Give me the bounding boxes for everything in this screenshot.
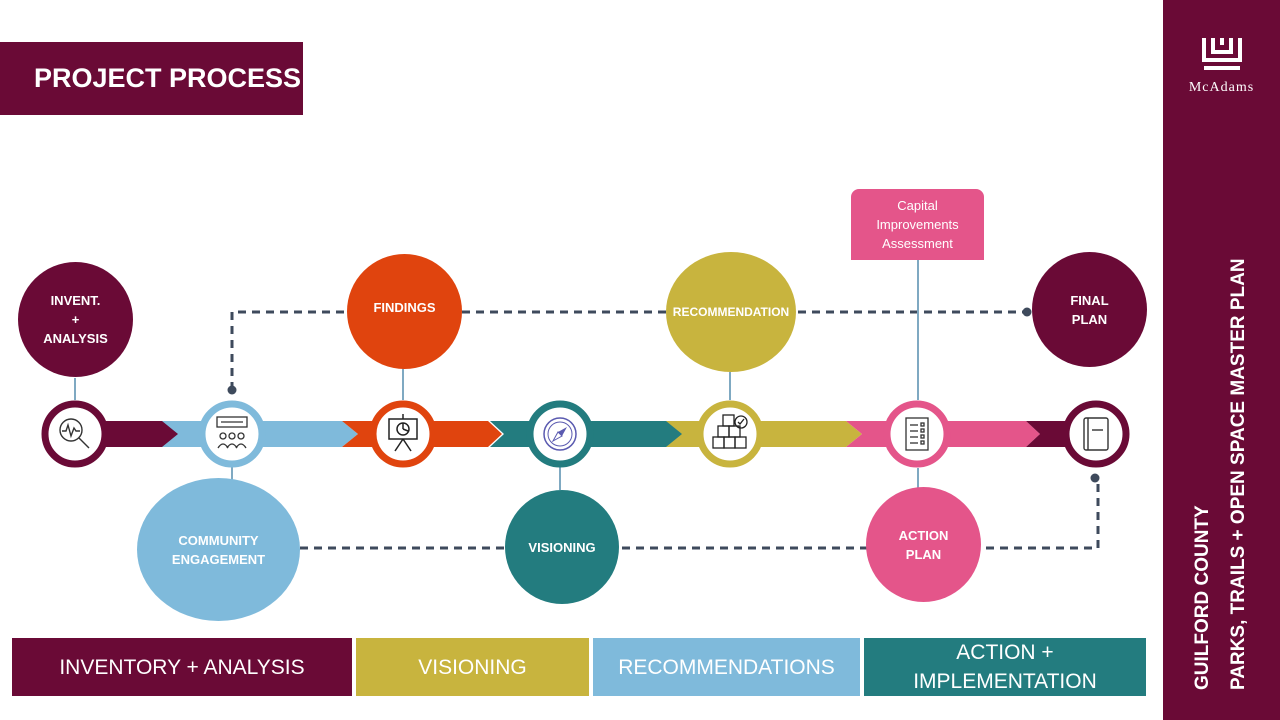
- boxes-check-icon: [712, 414, 748, 449]
- milestone-community-engagement: COMMUNITY ENGAGEMENT: [137, 478, 300, 621]
- process-diagram: [41, 260, 1130, 550]
- connector-dot: [1090, 473, 1100, 483]
- community-meeting-icon: [216, 416, 248, 449]
- milestone-label: COMMUNITY: [178, 532, 259, 548]
- milestone-action-plan: ACTION PLAN: [866, 487, 981, 602]
- milestone-label: FINDINGS: [373, 300, 436, 315]
- milestone-label: PLAN: [1071, 311, 1108, 327]
- milestone-label: ACTION: [898, 527, 949, 543]
- node-community: [198, 400, 266, 468]
- capital-box-line: Assessment: [882, 236, 953, 251]
- node-recommendation: [696, 400, 764, 468]
- stage-recommendations: RECOMMENDATIONS: [593, 638, 860, 696]
- timeline-nodes: [41, 400, 1130, 468]
- capital-box-line: Improvements: [876, 217, 959, 232]
- stage-label: ACTION +: [956, 641, 1054, 664]
- node-findings: [369, 400, 437, 468]
- node-inventory: [41, 400, 109, 468]
- capital-improvements-box: Capital Improvements Assessment: [851, 189, 984, 260]
- milestone-label: FINAL: [1070, 292, 1109, 308]
- milestone-label: PLAN: [905, 546, 942, 562]
- connector-dot: [227, 385, 237, 395]
- milestone-label: ENGAGEMENT: [171, 551, 266, 567]
- arrow-segment: [666, 421, 862, 447]
- sidebar-title-line1: GUILFORD COUNTY: [1192, 505, 1213, 690]
- milestone-label: ANALYSIS: [43, 331, 108, 346]
- milestone-invent-analysis: INVENT. + ANALYSIS: [18, 262, 133, 377]
- node-action: [883, 400, 951, 468]
- sidebar-title: GUILFORD COUNTY PARKS, TRAILS + OPEN SPA…: [1185, 250, 1257, 690]
- presentation-easel-icon: [388, 414, 418, 452]
- page-title: PROJECT PROCESS: [0, 42, 303, 115]
- stage-label: IMPLEMENTATION: [913, 670, 1097, 693]
- stage-label: INVENTORY + ANALYSIS: [59, 655, 305, 679]
- stage-label: VISIONING: [418, 655, 527, 679]
- milestone-findings: FINDINGS: [347, 254, 462, 369]
- milestone-label: RECOMMENDATION: [672, 304, 790, 319]
- milestone-visioning: VISIONING: [505, 490, 619, 604]
- checklist-icon: [905, 417, 929, 451]
- milestone-recommendation: RECOMMENDATION: [666, 252, 796, 372]
- stage-inventory-analysis: INVENTORY + ANALYSIS: [12, 638, 352, 696]
- stage-label: RECOMMENDATIONS: [618, 655, 835, 679]
- compass-icon: [543, 417, 577, 451]
- logo-wordmark: McAdams: [1188, 80, 1255, 95]
- milestone-label: +: [71, 312, 80, 327]
- sidebar: [1163, 0, 1280, 720]
- milestone-label: INVENT.: [50, 293, 101, 308]
- stage-visioning: VISIONING: [356, 638, 589, 696]
- node-final: [1062, 400, 1130, 468]
- sidebar-title-line2: PARKS, TRAILS + OPEN SPACE MASTER PLAN: [1228, 258, 1249, 690]
- mcadams-logo-icon: [1202, 38, 1242, 70]
- arrow-segment: [100, 421, 180, 447]
- connector-dot: [1022, 307, 1032, 317]
- milestone-final-plan: FINAL PLAN: [1032, 252, 1147, 367]
- capital-box-line: Capital: [897, 198, 938, 213]
- stage-action-implementation: ACTION + IMPLEMENTATION: [864, 638, 1146, 696]
- book-icon: [1083, 417, 1109, 451]
- analysis-magnifier-icon: [59, 418, 90, 449]
- page-title-text: PROJECT PROCESS: [34, 63, 302, 93]
- milestone-label: VISIONING: [528, 539, 596, 555]
